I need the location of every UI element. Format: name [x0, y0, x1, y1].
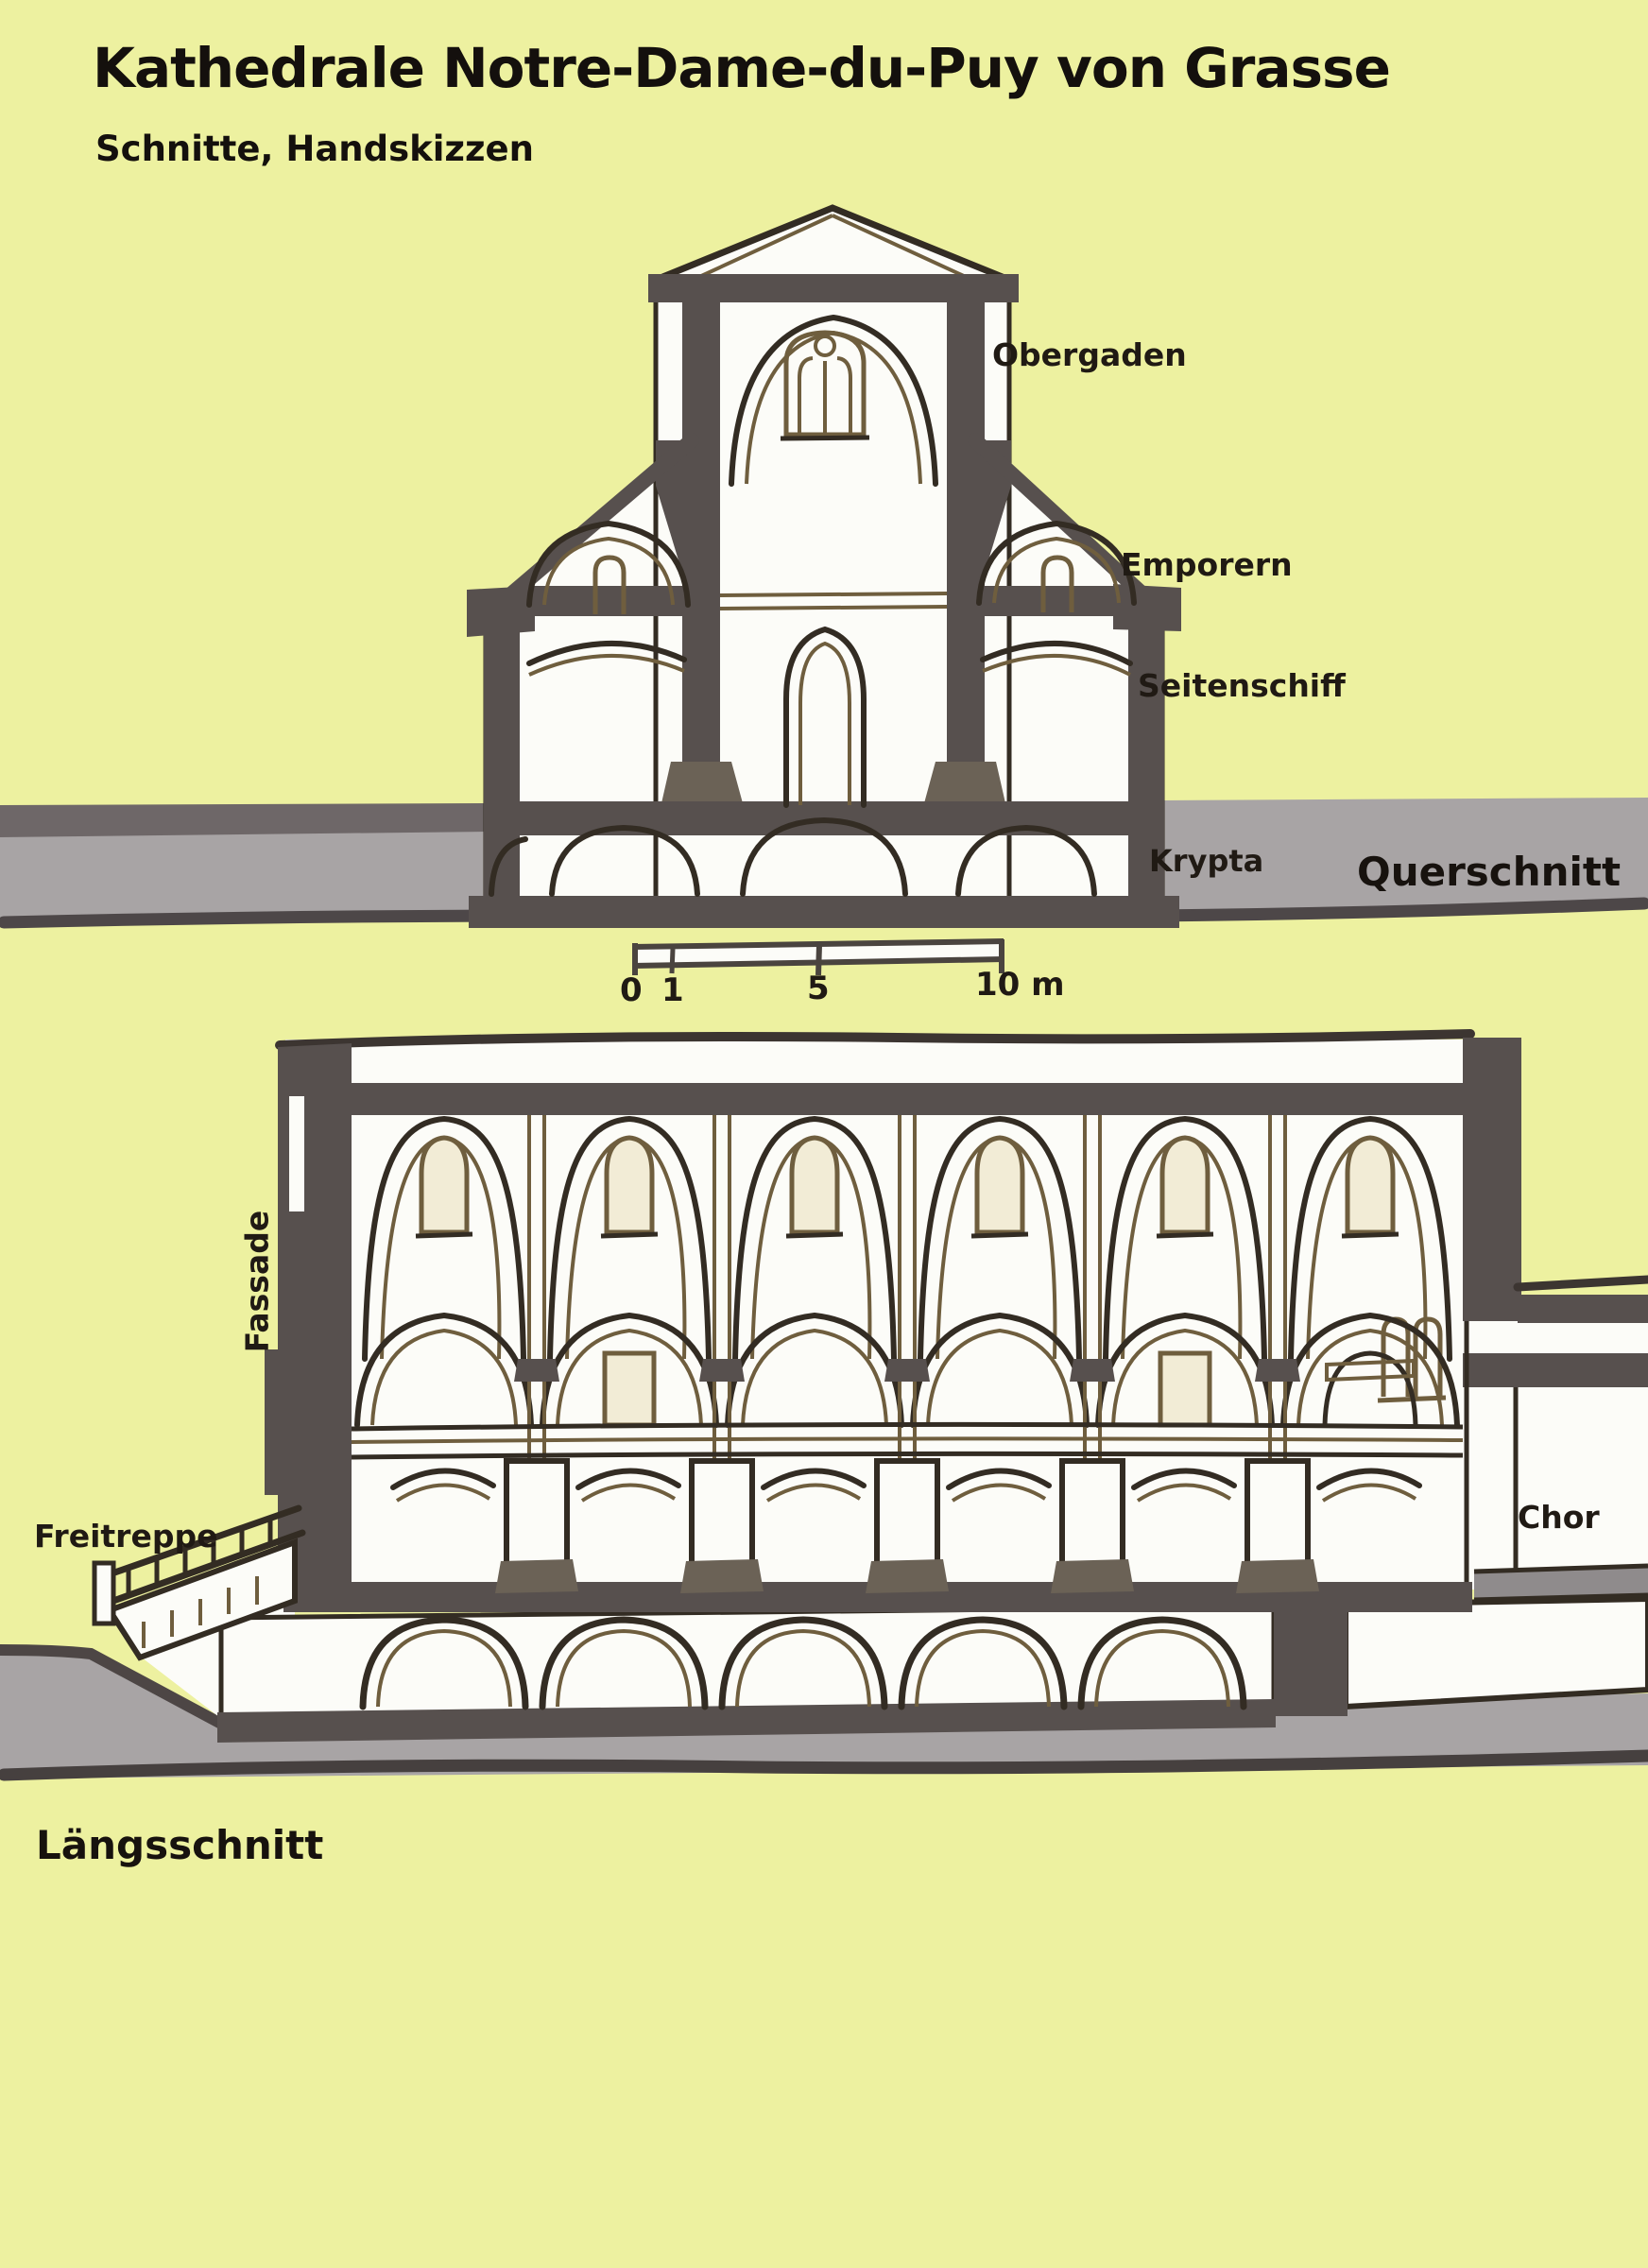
label-fassade: Fassade: [238, 1210, 276, 1353]
east-crypt-pier: [1274, 1605, 1348, 1716]
label-seitenschiff: Seitenschiff: [1138, 667, 1346, 704]
scale-tick-1: 1: [661, 971, 684, 1009]
label-emporen: Emporern: [1121, 546, 1293, 583]
scale-tick-0: 0: [620, 971, 643, 1009]
choir-foundation: [1343, 1595, 1648, 1710]
label-laengsschnitt: Längsschnitt: [36, 1822, 324, 1868]
nave-arcade-arch: [783, 626, 867, 808]
label-chor: Chor: [1518, 1499, 1600, 1536]
label-querschnitt: Querschnitt: [1357, 849, 1622, 895]
stringcourse: [351, 1421, 1464, 1460]
crypt-floor-slab: [469, 896, 1179, 928]
gallery-arch-left: [526, 520, 691, 608]
choir-ceiling-band: [1463, 1353, 1648, 1387]
laengsschnitt-drawing: [92, 1029, 1648, 1743]
scale-tick-10: 10 m: [975, 966, 1065, 1004]
label-obergaden: Obergaden: [992, 336, 1187, 373]
page-title: Kathedrale Notre-Dame-du-Puy von Grasse: [93, 36, 1391, 100]
choir-interior: [1474, 1385, 1648, 1576]
gallery-extras: [602, 1350, 1418, 1428]
page-subtitle: Schnitte, Handskizzen: [95, 129, 534, 169]
label-krypta: Krypta: [1149, 843, 1264, 879]
choir-roof-band: [1518, 1295, 1648, 1323]
aisle-wall-right: [1128, 597, 1164, 903]
querschnitt-drawing: [467, 204, 1181, 928]
label-freitreppe: Freitreppe: [34, 1518, 218, 1555]
freitreppe-stairs: [92, 1504, 306, 1661]
nave-roof: [654, 204, 1011, 284]
crypt-floor-band: [217, 1699, 1276, 1743]
facade-wall: [278, 1043, 352, 1599]
ceiling-band: [348, 1083, 1463, 1115]
crypt-arches: [489, 816, 1097, 897]
roof-line: [275, 1029, 1475, 1050]
scale-bar: [632, 938, 1004, 976]
east-wall: [1463, 1038, 1521, 1321]
choir-floor-band: [1474, 1565, 1648, 1601]
clerestory-window: [780, 330, 870, 441]
clerestory-cornice: [648, 274, 1019, 302]
gallery-arch-right: [976, 520, 1137, 606]
nave-vault-arch: [729, 314, 938, 487]
scale-tick-5: 5: [807, 970, 830, 1007]
